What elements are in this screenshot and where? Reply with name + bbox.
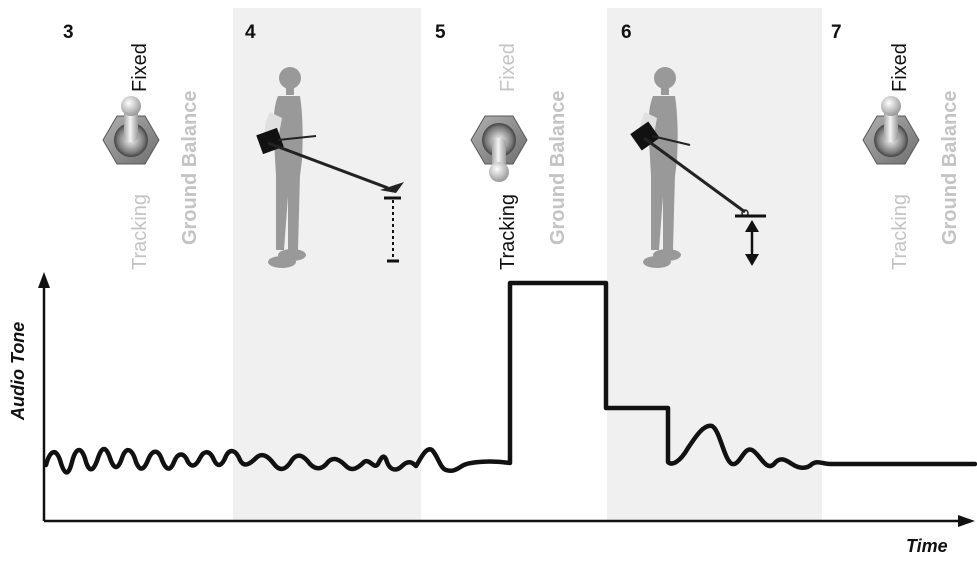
audio-tone-trace: [43, 280, 977, 475]
step-number-5: 5: [435, 22, 446, 43]
ground-balance-label: Ground Balance: [179, 91, 201, 245]
shaded-panel-step-4: [233, 8, 421, 522]
switch-label-fixed: Fixed: [889, 43, 911, 92]
x-axis-label: Time: [906, 536, 948, 556]
ground-balance-label: Ground Balance: [547, 91, 569, 245]
y-axis-label: Audio Tone: [8, 322, 28, 421]
step-number-7: 7: [831, 22, 842, 43]
switch-label-tracking: Tracking: [497, 194, 519, 270]
toggle-switch-icon: [102, 96, 160, 165]
toggle-switch-icon: [862, 96, 920, 165]
y-axis: [38, 272, 50, 521]
ground-balance-label: Ground Balance: [939, 91, 961, 245]
switch-label-tracking: Tracking: [889, 194, 911, 270]
up-down-arrow-icon: [735, 214, 766, 266]
x-axis: [44, 515, 975, 527]
shaded-panel-step-6: [607, 8, 822, 522]
person-with-detector-icon: [256, 67, 404, 268]
switch-label-fixed: Fixed: [497, 43, 519, 92]
switch-label-tracking: Tracking: [129, 194, 151, 270]
switch-label-fixed: Fixed: [129, 43, 151, 92]
step-number-4: 4: [245, 22, 256, 43]
person-with-detector-icon: [630, 67, 749, 268]
toggle-switch-icon: [470, 115, 528, 182]
fixed-height-marker: [384, 196, 401, 263]
step-number-6: 6: [621, 22, 632, 43]
step-number-3: 3: [63, 22, 74, 43]
